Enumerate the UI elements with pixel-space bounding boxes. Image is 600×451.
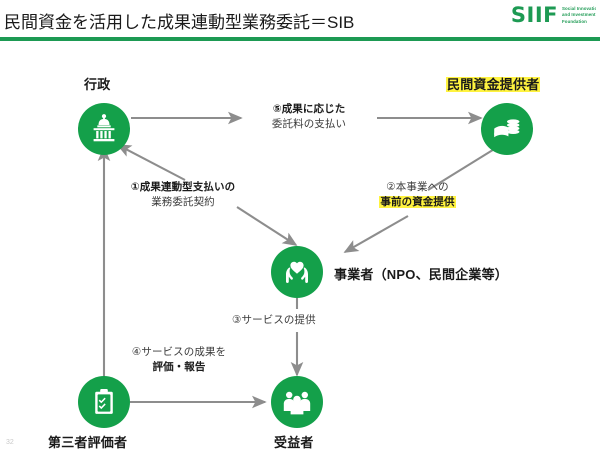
node-government[interactable] [78, 103, 130, 155]
edge-label-5-line1: ⑤成果に応じた [272, 103, 346, 115]
header-divider [0, 37, 600, 41]
logo-tagline-line3: Foundation [562, 18, 587, 24]
edge-label-3: ③サービスの提供 [232, 313, 316, 328]
money-stack-icon [494, 119, 520, 138]
edge-label-2-line2: 事前の資金提供 [355, 195, 480, 210]
edge-label-4-line2: 評価・報告 [152, 361, 206, 374]
edge-1-segment-lower [236, 206, 298, 246]
logo-wordmark: SIIF [510, 3, 558, 27]
edge-2-segment-lower [343, 215, 409, 253]
logo-tagline-line1: Social Innovation [562, 6, 596, 11]
people-group-icon [283, 391, 311, 415]
node-service-provider[interactable] [271, 246, 323, 298]
page-title: 民間資金を活用した成果連動型業務委託＝SIB [4, 13, 355, 32]
edge-1-segment-upper [116, 144, 186, 181]
edge-label-1-line1: ①成果連動型支払いの [130, 181, 236, 193]
node-label-government: 行政 [84, 77, 111, 92]
edge-label-3-line1: ③サービスの提供 [232, 314, 316, 326]
edge-label-1: ①成果連動型支払いの 業務委託契約 [110, 180, 256, 210]
clipboard-check-icon [95, 389, 113, 414]
node-private-funder[interactable] [481, 103, 533, 155]
logo-tagline: Social Innovation and Investment Foundat… [562, 6, 596, 25]
node-third-party-evaluator[interactable] [78, 376, 130, 428]
node-label-service-provider: 事業者（NPO、民間企業等） [334, 267, 508, 282]
edge-label-4-line1: ④サービスの成果を [131, 346, 227, 358]
government-building-icon [93, 114, 115, 142]
edge-label-2-line1: ②本事業への [386, 181, 449, 193]
edge-label-5-line2: 委託料の支払い [271, 118, 347, 131]
page-number: 32 [6, 439, 14, 446]
edge-2-segment-upper [427, 147, 497, 191]
heart-in-hands-icon [286, 261, 308, 283]
logo-tagline-line2: and Investment [562, 12, 596, 18]
edge-label-2-line2-text: 事前の資金提供 [379, 196, 456, 209]
edge-label-5: ⑤成果に応じた 委託料の支払い [250, 102, 368, 132]
node-label-beneficiary: 受益者 [274, 435, 314, 450]
edge-label-2: ②本事業への 事前の資金提供 [355, 180, 480, 210]
diagram-connectors [97, 111, 497, 409]
slide-header: 民間資金を活用した成果連動型業務委託＝SIB SIIF Social Innov… [0, 0, 600, 42]
node-label-private-funder: 民間資金提供者 [446, 74, 541, 93]
edge-label-1-line2: 業務委託契約 [151, 196, 215, 209]
sib-flow-diagram: 行政 民間資金提供者 事業者（NPO、民間企業等） [0, 42, 600, 450]
node-beneficiary[interactable] [271, 376, 323, 428]
siif-logo: SIIF Social Innovation and Investment Fo… [511, 5, 596, 33]
node-label-third-party-evaluator: 第三者評価者 [48, 435, 128, 450]
node-label-private-funder-text: 民間資金提供者 [446, 77, 541, 92]
edge-label-4: ④サービスの成果を 評価・報告 [118, 345, 240, 375]
